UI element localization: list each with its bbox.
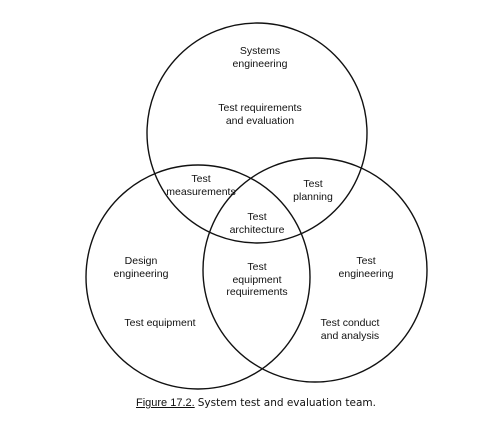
label-test-engineering: Test engineering xyxy=(339,255,394,280)
label-line: engineering xyxy=(113,267,169,280)
label-line: Test xyxy=(247,211,267,223)
label-test-equipment: Test equipment xyxy=(124,317,195,330)
circle-test-engineering xyxy=(202,157,428,383)
label-test-planning: Test planning xyxy=(293,178,333,203)
label-test-equipment-requirements: Test equipment requirements xyxy=(226,261,287,299)
label-test-conduct-analysis: Test conduct and analysis xyxy=(321,317,380,342)
circle-design-engineering xyxy=(85,164,311,390)
label-line: Test xyxy=(303,178,323,190)
label-line: Test conduct xyxy=(320,317,380,329)
figure-caption: Figure 17.2. System test and evaluation … xyxy=(136,397,376,409)
label-systems-engineering: Systems engineering xyxy=(233,45,288,70)
label-line: Test equipment xyxy=(124,317,196,329)
label-line: Design xyxy=(124,255,158,267)
label-design-engineering: Design engineering xyxy=(114,255,169,280)
label-line: architecture xyxy=(229,223,285,236)
label-test-measurements: Test measurements xyxy=(166,173,235,198)
label-line: Test requirements xyxy=(218,102,302,114)
label-line: equipment xyxy=(232,273,282,286)
label-line: and evaluation xyxy=(225,114,295,127)
circle-systems-engineering xyxy=(146,22,368,244)
label-line: engineering xyxy=(338,267,394,280)
label-test-architecture: Test architecture xyxy=(230,211,285,236)
figure-number: Figure 17.2. xyxy=(136,397,195,409)
label-line: requirements xyxy=(226,286,288,298)
label-line: measurements xyxy=(166,185,236,198)
label-line: and analysis xyxy=(320,329,380,342)
label-line: Test xyxy=(247,261,267,273)
label-line: Test xyxy=(356,255,376,267)
label-line: Test xyxy=(191,173,211,185)
label-line: planning xyxy=(293,190,333,203)
label-line: engineering xyxy=(232,57,288,70)
label-line: Systems xyxy=(239,45,281,57)
figure-caption-text: System test and evaluation team. xyxy=(197,397,376,409)
label-test-requirements-evaluation: Test requirements and evaluation xyxy=(218,102,301,127)
